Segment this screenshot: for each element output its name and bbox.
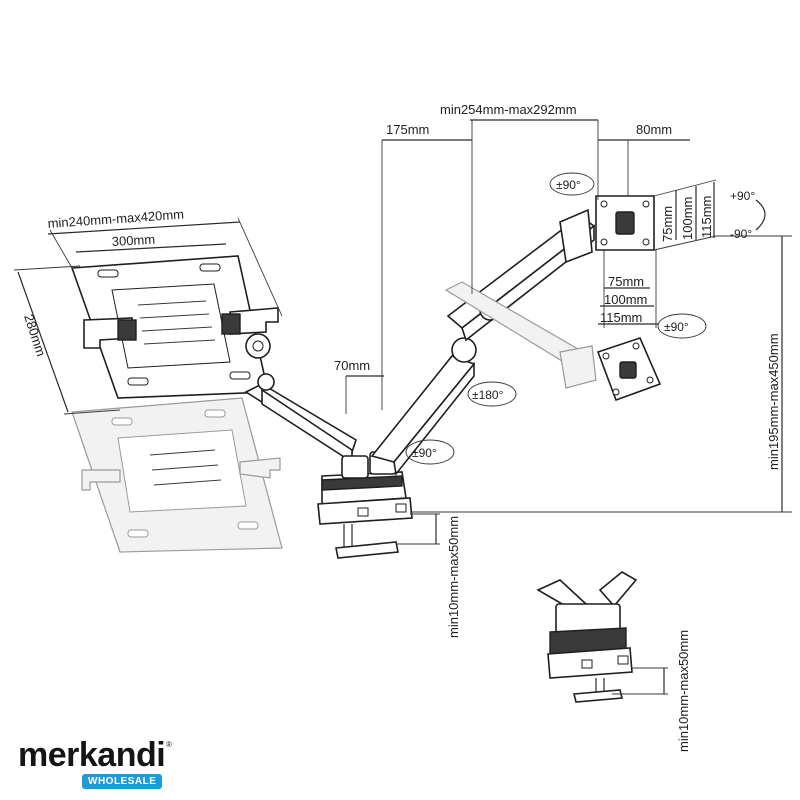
tilt-up-label: +90° xyxy=(730,189,755,203)
left-arm xyxy=(244,373,357,464)
vesa-75-v-label: 75mm xyxy=(660,206,675,242)
rotation-plate: ±90° xyxy=(657,313,707,339)
right-arm xyxy=(370,208,597,476)
laptop-tray xyxy=(70,255,279,399)
tilt-down-label: -90° xyxy=(730,227,752,241)
head-offset-label: 80mm xyxy=(636,122,672,137)
vesa-115-v-label: 115mm xyxy=(699,196,714,238)
pole-offset-dimension: 70mm xyxy=(334,358,384,414)
detail-clamp-range-label: min10mm-max50mm xyxy=(676,630,691,752)
vesa-plate-ghost xyxy=(596,337,662,402)
height-dimension: min195mm-max450mm xyxy=(410,235,792,513)
rotation-tilt: +90° -90° xyxy=(730,189,766,241)
vesa-100-v-label: 100mm xyxy=(680,197,695,240)
brand-registered-mark: ® xyxy=(166,740,172,749)
head-swivel-label: ±90° xyxy=(556,178,581,192)
brand-tagline: WHOLESALE xyxy=(82,774,163,789)
desk-clamp xyxy=(317,451,413,559)
rotation-elbow: ±180° xyxy=(467,381,517,407)
laptop-tray-ghost xyxy=(71,397,283,553)
pole-offset-label: 70mm xyxy=(334,358,370,373)
rotation-head-swivel: ±90° xyxy=(549,172,595,196)
base-swivel-label: ±90° xyxy=(412,446,437,460)
elbow-swivel-label: ±180° xyxy=(472,388,504,402)
vesa-horizontal-dimensions: 75mm 100mm 115mm xyxy=(598,250,658,328)
tray-width-label: 300mm xyxy=(111,232,155,249)
plate-rotate-label: ±90° xyxy=(664,320,689,334)
tray-depth-label: 280mm xyxy=(21,312,49,358)
rotation-base: ±90° xyxy=(405,439,455,465)
brand-name: merkandi xyxy=(18,736,166,774)
vesa-75-h-label: 75mm xyxy=(608,274,644,289)
top-dimensions: min254mm-max292mm 175mm 80mm xyxy=(381,102,690,410)
brand-logo: merkandi ® WHOLESALE xyxy=(18,736,172,789)
vesa-plate-main xyxy=(595,195,655,251)
clamp-dimension: min10mm-max50mm xyxy=(396,513,461,638)
clamp-detail: min10mm-max50mm xyxy=(536,571,691,752)
upper-offset-label: 175mm xyxy=(386,122,429,137)
vesa-vertical-dimensions: 75mm 100mm 115mm xyxy=(653,179,717,251)
arm-length-label: min254mm-max292mm xyxy=(440,102,577,117)
height-range-label: min195mm-max450mm xyxy=(766,333,781,470)
vesa-115-h-label: 115mm xyxy=(600,310,642,325)
clamp-range-label: min10mm-max50mm xyxy=(446,516,461,638)
vesa-100-h-label: 100mm xyxy=(604,292,647,307)
